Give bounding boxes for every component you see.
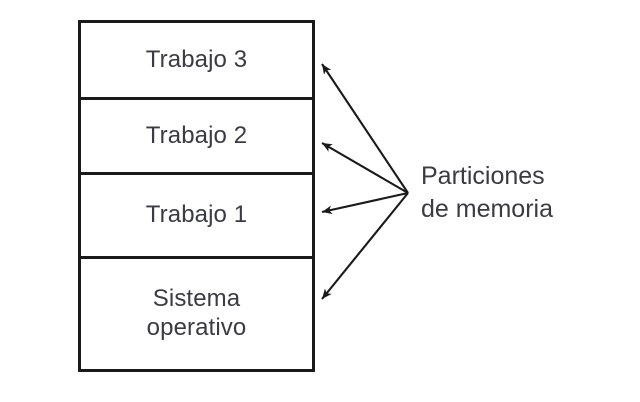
- partition-label-trabajo-1: Trabajo 1: [145, 201, 248, 229]
- partition-row-trabajo-3: Trabajo 3: [81, 23, 312, 100]
- arrow-to-trabajo-3: [321, 63, 409, 194]
- partition-label-trabajo-2: Trabajo 2: [145, 121, 248, 149]
- memory-box: Trabajo 3 Trabajo 2 Trabajo 1 Sistema op…: [78, 20, 315, 372]
- callout-label-particiones-de-memoria: Particiones de memoria: [421, 162, 553, 223]
- partition-row-trabajo-2: Trabajo 2: [81, 100, 312, 175]
- partition-row-sistema-operativo: Sistema operativo: [81, 259, 312, 369]
- partition-label-sistema-operativo: Sistema operativo: [146, 285, 247, 341]
- arrow-to-sistema-operativo: [321, 192, 409, 300]
- arrow-to-trabajo-1: [321, 191, 409, 215]
- partition-row-trabajo-1: Trabajo 1: [81, 175, 312, 259]
- arrow-to-trabajo-2: [321, 142, 409, 194]
- partition-label-trabajo-3: Trabajo 3: [145, 45, 248, 73]
